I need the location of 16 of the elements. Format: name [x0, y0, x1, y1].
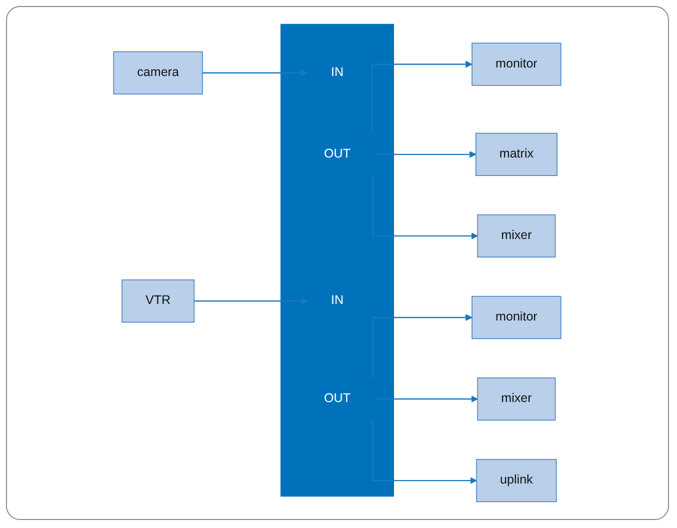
node-box	[113, 51, 204, 94]
node-box	[472, 296, 562, 340]
node-box	[476, 459, 557, 502]
arrow	[202, 69, 308, 76]
node-text: IN	[331, 294, 344, 308]
arrow	[374, 396, 478, 402]
arrow	[374, 150, 476, 158]
node-box	[472, 42, 562, 86]
cluster	[280, 24, 394, 497]
card-background: camera VTR IN OUT IN OUT monitor matrix mixer monitor mixer uplink	[6, 6, 669, 520]
node-box	[122, 279, 195, 323]
arrow	[194, 298, 308, 304]
node-box	[477, 377, 556, 421]
node-box	[476, 132, 558, 176]
node-text: IN	[331, 66, 344, 80]
node-box	[477, 214, 556, 258]
